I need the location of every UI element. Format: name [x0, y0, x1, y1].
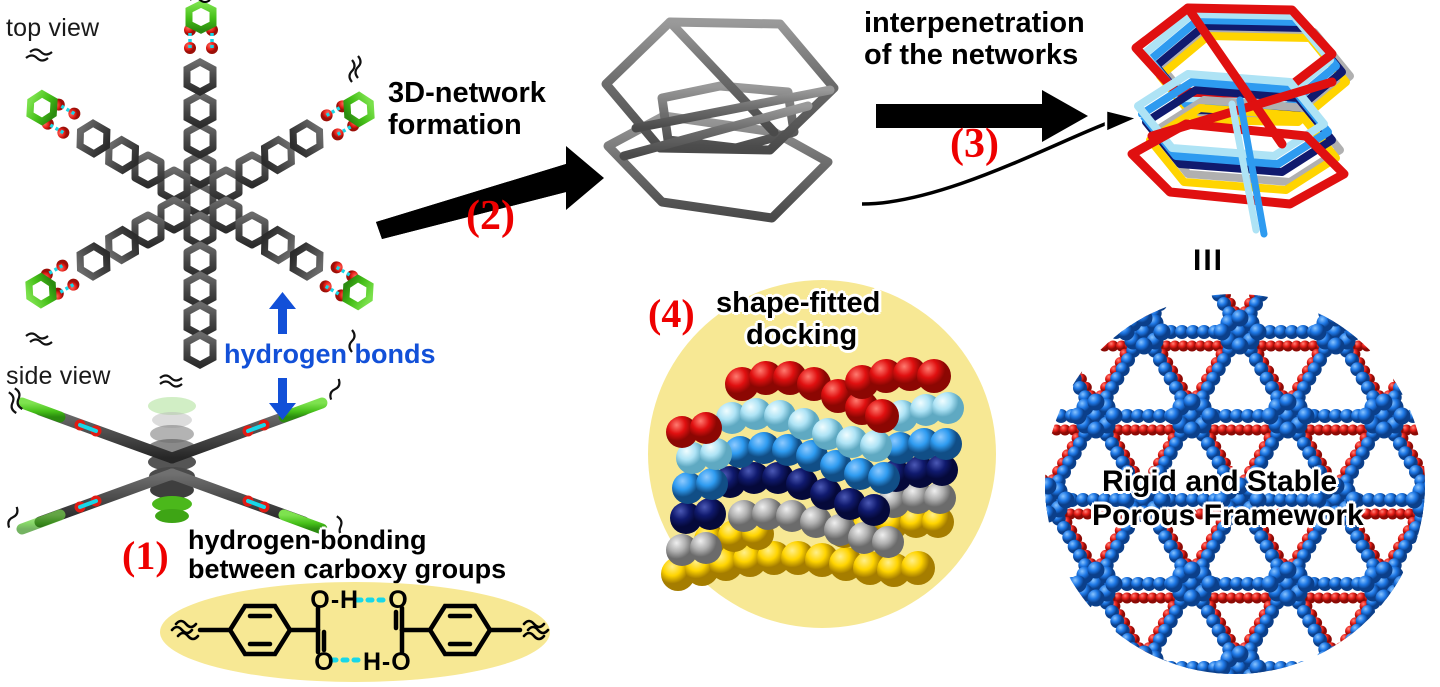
- hbond-dotted-lines: [329, 597, 391, 663]
- atom-hyphen-top: -: [331, 586, 339, 614]
- side-view-squiggles: [7, 374, 345, 538]
- core-aromatic-cluster: [131, 121, 269, 279]
- side-view-arms: [16, 397, 328, 535]
- docking-pointer-arrow: [861, 108, 1142, 206]
- step2-line2: formation: [388, 109, 522, 141]
- arm-northeast: [26, 89, 140, 175]
- top-view-molecule-svg: [25, 0, 375, 369]
- diagonal-arrow-icon: [376, 146, 604, 239]
- network-count-label: III: [1193, 244, 1225, 277]
- porous-framework-figure: [1040, 288, 1430, 680]
- hydrogen-bonds-callout: hydrogen bonds: [224, 292, 458, 422]
- gray-network-figure: [578, 6, 858, 246]
- hexagon-gray-front: [1150, 96, 1344, 186]
- docking-spacefill-figure: [648, 352, 1000, 632]
- framework-lattice: [1045, 294, 1425, 674]
- carboxy-dimer-diagram: O - H O O H - O: [160, 578, 560, 686]
- step1-caption: (1) hydrogen-bonding between carboxy gro…: [122, 525, 506, 596]
- arm-northwest: [260, 91, 375, 175]
- step1-number: (1): [122, 533, 169, 578]
- side-view-label: side view: [6, 362, 111, 390]
- hexagon-yellow-front: [1146, 104, 1340, 194]
- atom-O-bottom-right: O: [391, 648, 410, 676]
- top-view-panel: [0, 0, 400, 400]
- carboxy-dimer-svg: O - H O O H - O: [170, 586, 550, 676]
- carboxy-atom-labels: O - H O O H - O: [310, 586, 410, 676]
- hexagon-blue-front: [1138, 78, 1332, 168]
- atom-O-top-right: O: [388, 586, 407, 614]
- horizontal-arrow-icon: [876, 90, 1088, 142]
- step4-line1: shape-fitted: [716, 287, 881, 319]
- up-arrow-icon: [269, 292, 296, 334]
- side-view-molecule-svg: [7, 374, 345, 538]
- step2-arrow: [370, 140, 610, 240]
- arm-south: [183, 271, 217, 369]
- atom-H-bottom-right: H: [363, 648, 381, 676]
- result-line2: Porous Framework: [1092, 499, 1364, 532]
- step3-line2: of the networks: [864, 39, 1079, 71]
- atom-H-top-left: H: [340, 586, 358, 614]
- step2-line1: 3D-network: [388, 77, 546, 109]
- step3-line1: interpenetration: [864, 7, 1085, 39]
- hexagon-navy-front: [1142, 86, 1336, 176]
- step4-line2: docking: [746, 319, 858, 351]
- squiggle-terminators: [25, 48, 362, 353]
- arm-southwest: [260, 225, 374, 311]
- hydrogen-bond-arrows-svg: [269, 292, 296, 420]
- layer-gray: [666, 482, 956, 566]
- spacefill-layers: [661, 357, 964, 591]
- interpenetrated-hexagons-svg: [861, 3, 1354, 238]
- interpenetrated-networks-figure: [861, 3, 1422, 254]
- gray-3d-network-svg: [601, 17, 839, 223]
- porous-framework-svg: [1045, 294, 1425, 674]
- arm-southeast: [25, 225, 140, 309]
- step3-number: (3): [950, 121, 999, 167]
- atom-O-bottom-left: O: [314, 648, 333, 676]
- side-view-panel: [0, 370, 400, 550]
- hydrogen-bonds-text: hydrogen bonds: [224, 339, 436, 369]
- result-line1: Rigid and Stable: [1102, 465, 1338, 498]
- top-view-label: top view: [6, 14, 100, 42]
- step1-line2: between carboxy groups: [188, 554, 507, 584]
- step4-number: (4): [648, 291, 695, 336]
- layer-blue: [672, 428, 962, 504]
- atom-hyphen-bottom: -: [382, 648, 390, 676]
- step1-line1: hydrogen-bonding: [188, 525, 427, 555]
- layer-red: [666, 357, 951, 448]
- step2-number: (2): [466, 193, 515, 239]
- atom-O-top-left: O: [310, 586, 329, 614]
- arm-north: [183, 0, 218, 129]
- down-arrow-icon: [269, 378, 296, 420]
- step3-arrow: [876, 90, 1106, 142]
- hexagon-lightblue-front: [1134, 70, 1328, 160]
- spacefill-stack-svg: [661, 357, 964, 591]
